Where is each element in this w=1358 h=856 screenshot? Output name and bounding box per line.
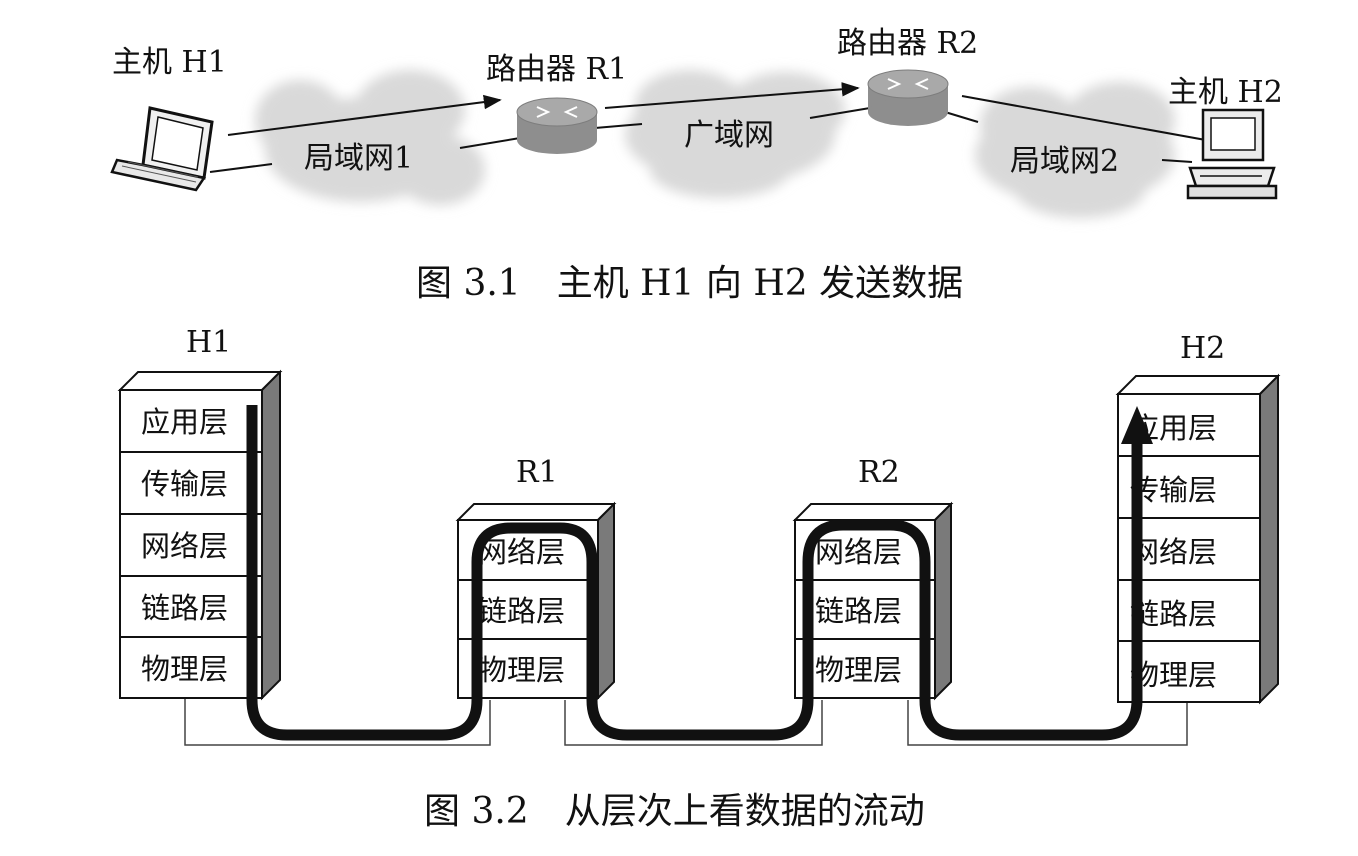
h2-stack-label: H2	[1180, 331, 1225, 366]
h2-layer-link: 链路层	[1130, 597, 1217, 631]
router2-label: 路由器 R2	[837, 26, 978, 61]
flow-arrowhead	[1121, 406, 1153, 444]
h1-layer-link: 链路层	[141, 591, 228, 625]
router1-label: 路由器 R1	[486, 52, 627, 87]
r1-layer-network: 网络层	[478, 535, 565, 569]
host1-label: 主机 H1	[112, 45, 227, 80]
router-r1-icon	[516, 97, 598, 154]
h1-layer-network: 网络层	[141, 529, 228, 563]
data-flow-path	[246, 405, 1153, 741]
r2-protocol-stack: 网络层 链路层 物理层	[792, 501, 954, 701]
r2-layer-network: 网络层	[815, 535, 902, 569]
h2-protocol-stack: 应用层 传输层 网络层 链路层 物理层	[1115, 373, 1281, 705]
r1-layer-link: 链路层	[478, 594, 565, 628]
physical-links	[184, 698, 1188, 746]
network-topology-figure: 主机 H1 路由器 R1 路由器 R2 主机 H2 局域网1 广域网 局域网2 …	[110, 26, 1283, 304]
laptop-icon	[110, 106, 214, 192]
layer-flow-figure: 应用层 传输层 网络层 链路层 物理层 H1 网络层 链路层 物理层 R1	[117, 325, 1281, 832]
r1-stack-label: R1	[516, 455, 558, 490]
h1-layer-transport: 传输层	[141, 467, 228, 501]
h1-layer-physical: 物理层	[141, 652, 228, 686]
desktop-computer-icon	[1186, 108, 1278, 200]
r2-layer-link: 链路层	[815, 594, 902, 628]
lan1-label: 局域网1	[304, 141, 413, 176]
host2-label: 主机 H2	[1168, 75, 1283, 110]
r2-layer-physical: 物理层	[815, 653, 902, 687]
r1-layer-physical: 物理层	[478, 653, 565, 687]
wan-cloud	[625, 70, 845, 198]
r2-stack-label: R2	[858, 455, 900, 490]
link-lines	[209, 107, 1193, 173]
h2-layer-transport: 传输层	[1130, 473, 1217, 507]
figure-3-1-caption: 图 3.1 主机 H1 向 H2 发送数据	[416, 263, 963, 304]
lan1-cloud	[255, 70, 485, 205]
h1-stack-label: H1	[186, 325, 231, 360]
h1-protocol-stack: 应用层 传输层 网络层 链路层 物理层	[117, 369, 283, 701]
router-r2-icon	[867, 69, 949, 126]
lan2-cloud	[975, 82, 1175, 218]
h2-layer-physical: 物理层	[1130, 658, 1217, 692]
h2-layer-network: 网络层	[1130, 535, 1217, 569]
figure-3-2-caption: 图 3.2 从层次上看数据的流动	[424, 791, 925, 832]
wan-label: 广域网	[684, 118, 774, 153]
h1-layer-application: 应用层	[141, 405, 228, 439]
lan2-label: 局域网2	[1010, 144, 1119, 179]
